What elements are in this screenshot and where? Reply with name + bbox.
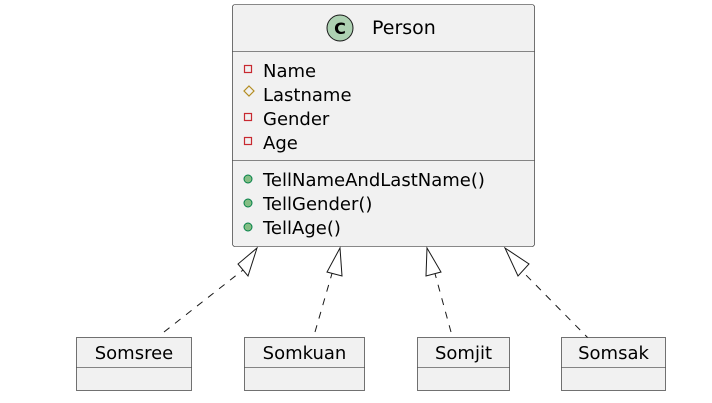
edge-somjit xyxy=(433,269,452,333)
hollow-triangle-arrowhead xyxy=(237,246,259,278)
class-box xyxy=(76,337,192,391)
class-name: Somjit xyxy=(435,343,492,364)
hollow-triangle-arrowhead xyxy=(503,246,530,277)
class-somjit[interactable]: Somjit xyxy=(417,337,510,391)
private-visibility-icon xyxy=(243,64,253,74)
class-name: Person xyxy=(372,17,436,39)
edge-somkuan xyxy=(314,269,334,333)
field-row[interactable]: Lastname xyxy=(243,85,352,106)
field-label: Name xyxy=(263,61,316,82)
public-visibility-icon xyxy=(243,174,253,184)
hollow-triangle-arrowhead xyxy=(326,246,343,277)
method-label: TellAge() xyxy=(262,218,341,239)
class-box xyxy=(561,337,666,391)
class-person-box xyxy=(232,4,535,247)
field-row[interactable]: Age xyxy=(243,133,298,154)
public-visibility-icon xyxy=(243,198,253,208)
class-person[interactable]: C Person Name Lastname Gender Age TellNa… xyxy=(232,4,535,247)
class-somsree[interactable]: Somsree xyxy=(76,337,192,391)
edge-somsak xyxy=(520,269,591,341)
method-row[interactable]: TellAge() xyxy=(243,218,341,239)
class-somkuan[interactable]: Somkuan xyxy=(244,337,365,391)
realization-edges xyxy=(163,246,591,341)
field-label: Age xyxy=(263,133,298,154)
private-visibility-icon xyxy=(243,136,253,146)
class-name: Somsak xyxy=(578,343,649,364)
class-name: Somkuan xyxy=(263,343,347,364)
field-row[interactable]: Gender xyxy=(243,109,330,130)
class-somsak[interactable]: Somsak xyxy=(561,337,666,391)
method-row[interactable]: TellNameAndLastName() xyxy=(243,170,485,191)
protected-visibility-icon xyxy=(243,85,255,97)
edge-somsree xyxy=(163,269,244,333)
public-visibility-icon xyxy=(243,222,253,232)
field-label: Gender xyxy=(263,109,330,130)
class-name: Somsree xyxy=(95,343,174,364)
class-box xyxy=(244,337,365,391)
hollow-triangle-arrowhead xyxy=(425,246,442,277)
field-row[interactable]: Name xyxy=(243,61,317,82)
class-badge-letter: C xyxy=(334,19,346,38)
class-badge-icon: C xyxy=(326,14,354,42)
method-label: TellGender() xyxy=(262,194,372,215)
field-label: Lastname xyxy=(263,85,352,106)
private-visibility-icon xyxy=(243,112,253,122)
class-box xyxy=(417,337,510,391)
method-label: TellNameAndLastName() xyxy=(262,170,485,191)
method-row[interactable]: TellGender() xyxy=(243,194,372,215)
